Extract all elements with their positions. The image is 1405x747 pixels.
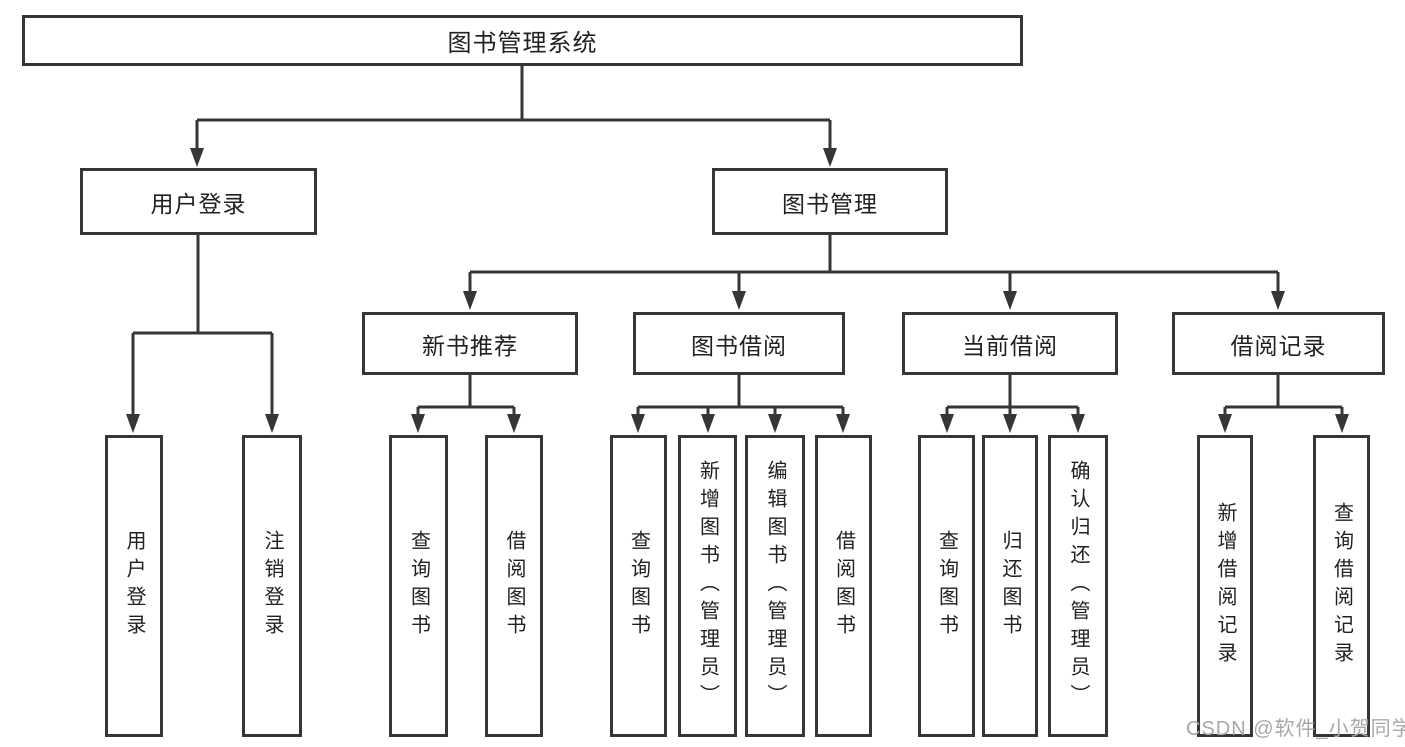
node-user-login: 用户登录 <box>80 168 317 235</box>
node-label: 借阅记录 <box>1230 332 1327 359</box>
leaf-add-books-admin: 新增图书（管理员） <box>678 435 737 737</box>
leaf-query-books-borrow: 查询图书 <box>610 435 667 737</box>
node-borrow-records: 借阅记录 <box>1172 312 1385 375</box>
leaf-return-books: 归还图书 <box>982 435 1038 737</box>
connector-user-login-to-children <box>126 235 279 433</box>
node-label: 确认归还（管理员） <box>1067 460 1089 712</box>
node-label: 查询借阅记录 <box>1330 502 1353 670</box>
node-current-borrow: 当前借阅 <box>902 312 1118 375</box>
node-new-book-recommend: 新书推荐 <box>362 312 578 375</box>
node-label: 查询图书 <box>935 530 958 642</box>
leaf-query-books-current: 查询图书 <box>918 435 975 737</box>
leaf-query-borrow-record: 查询借阅记录 <box>1313 435 1370 737</box>
node-label: 借阅图书 <box>503 530 525 642</box>
leaf-borrow-books-recommend: 借阅图书 <box>485 435 543 737</box>
connector-borrow-records-to-children <box>1218 375 1349 433</box>
node-label: 新增借阅记录 <box>1214 502 1236 670</box>
csdn-watermark: CSDN @软件_小贺同学 <box>1186 718 1405 740</box>
node-label: 新增图书（管理员） <box>696 460 719 712</box>
node-label: 图书管理 <box>782 190 878 217</box>
node-label: 查询图书 <box>407 530 430 642</box>
node-label: 归还图书 <box>999 530 1021 642</box>
node-label: 借阅图书 <box>832 530 855 642</box>
node-label: 注销登录 <box>261 530 283 642</box>
node-book-management: 图书管理 <box>712 168 948 235</box>
node-label: 图书借阅 <box>691 332 787 359</box>
leaf-borrow-books: 借阅图书 <box>815 435 872 737</box>
node-label: 当前借阅 <box>962 332 1058 359</box>
node-label: 查询图书 <box>627 530 650 642</box>
connector-current-borrow-to-children <box>940 375 1085 433</box>
node-label: 编辑图书（管理员） <box>764 460 786 712</box>
connector-book-mgmt-to-children <box>463 235 1285 310</box>
node-label: 新书推荐 <box>422 332 518 359</box>
connector-root-to-level1 <box>190 66 837 167</box>
connector-book-borrow-to-children <box>631 375 850 433</box>
leaf-query-books-recommend: 查询图书 <box>389 435 448 737</box>
node-label: 图书管理系统 <box>447 30 598 57</box>
connector-new-books-to-children <box>411 375 521 433</box>
leaf-logout: 注销登录 <box>242 435 302 737</box>
node-root-system: 图书管理系统 <box>22 15 1023 66</box>
node-label: 用户登录 <box>150 190 247 217</box>
node-book-borrow: 图书借阅 <box>633 312 845 375</box>
leaf-edit-books-admin: 编辑图书（管理员） <box>745 435 805 737</box>
leaf-confirm-return-admin: 确认归还（管理员） <box>1048 435 1108 737</box>
leaf-user-login: 用户登录 <box>105 435 163 737</box>
node-label: 用户登录 <box>123 530 145 642</box>
leaf-add-borrow-record: 新增借阅记录 <box>1197 435 1253 737</box>
